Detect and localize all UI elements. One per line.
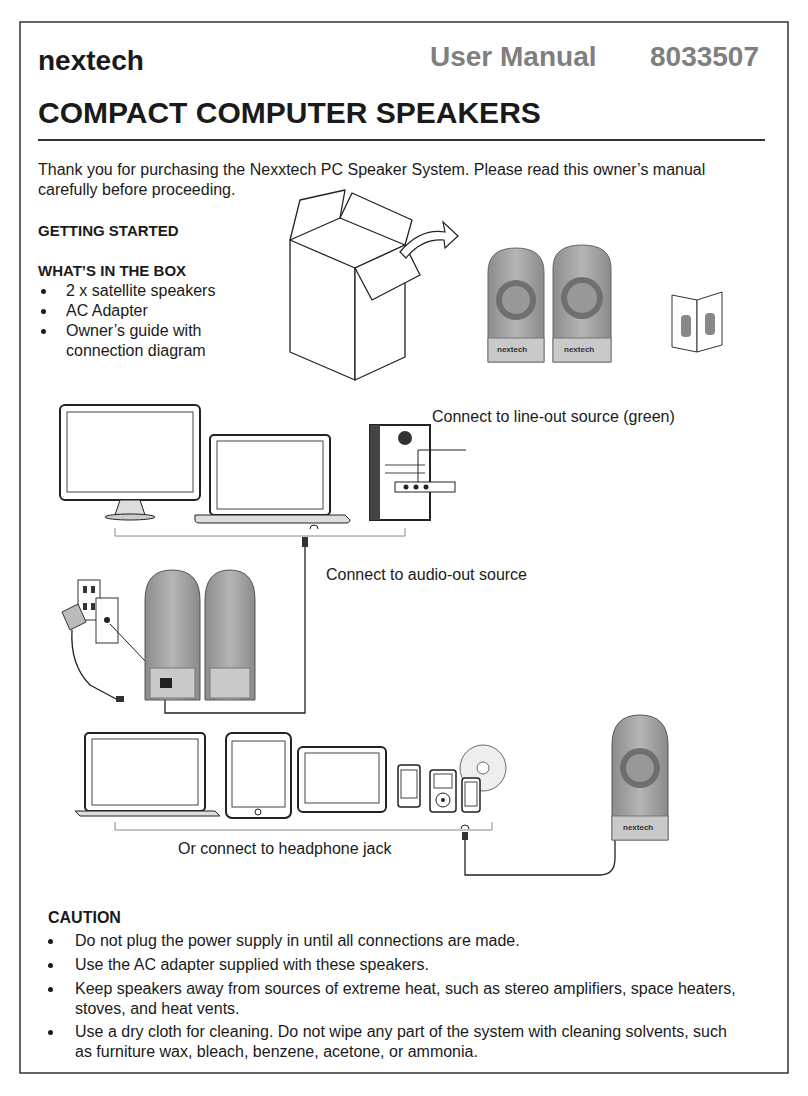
caution-item: Use a dry cloth for cleaning. Do not wip… <box>75 1022 745 1062</box>
model-number: 8033507 <box>650 40 759 74</box>
section-heading: GETTING STARTED <box>38 221 179 241</box>
bullet-dot <box>48 963 53 968</box>
section-heading: WHAT’S IN THE BOX <box>38 261 186 281</box>
header-text: User Manual <box>430 40 597 74</box>
speaker-logo: nextech <box>623 823 653 833</box>
page-title: COMPACT COMPUTER SPEAKERS <box>38 95 541 131</box>
list-item: AC Adapter <box>66 301 148 321</box>
callout-text: Connect to line-out source (green) <box>432 407 675 427</box>
caution-item: Keep speakers away from sources of extre… <box>75 979 745 1019</box>
speaker-logo: nextech <box>497 345 527 355</box>
callout-text: Connect to audio-out source <box>326 565 527 585</box>
bullet-dot <box>41 329 46 334</box>
callout-text: Or connect to headphone jack <box>178 839 391 859</box>
intro-text: Thank you for purchasing the Nexxtech PC… <box>38 160 743 200</box>
bullet-dot <box>48 1030 53 1035</box>
caution-item: Use the AC adapter supplied with these s… <box>75 955 765 975</box>
list-item: 2 x satellite speakers <box>66 281 215 301</box>
section-heading: CAUTION <box>48 908 121 928</box>
list-item: Owner’s guide with connection diagram <box>66 321 226 361</box>
caution-item: Do not plug the power supply in until al… <box>75 931 765 951</box>
bullet-dot <box>48 987 53 992</box>
bullet-dot <box>41 289 46 294</box>
bullet-dot <box>41 309 46 314</box>
bullet-dot <box>48 939 53 944</box>
speaker-logo: nextech <box>564 345 594 355</box>
brand-logo: nextech <box>38 44 144 78</box>
